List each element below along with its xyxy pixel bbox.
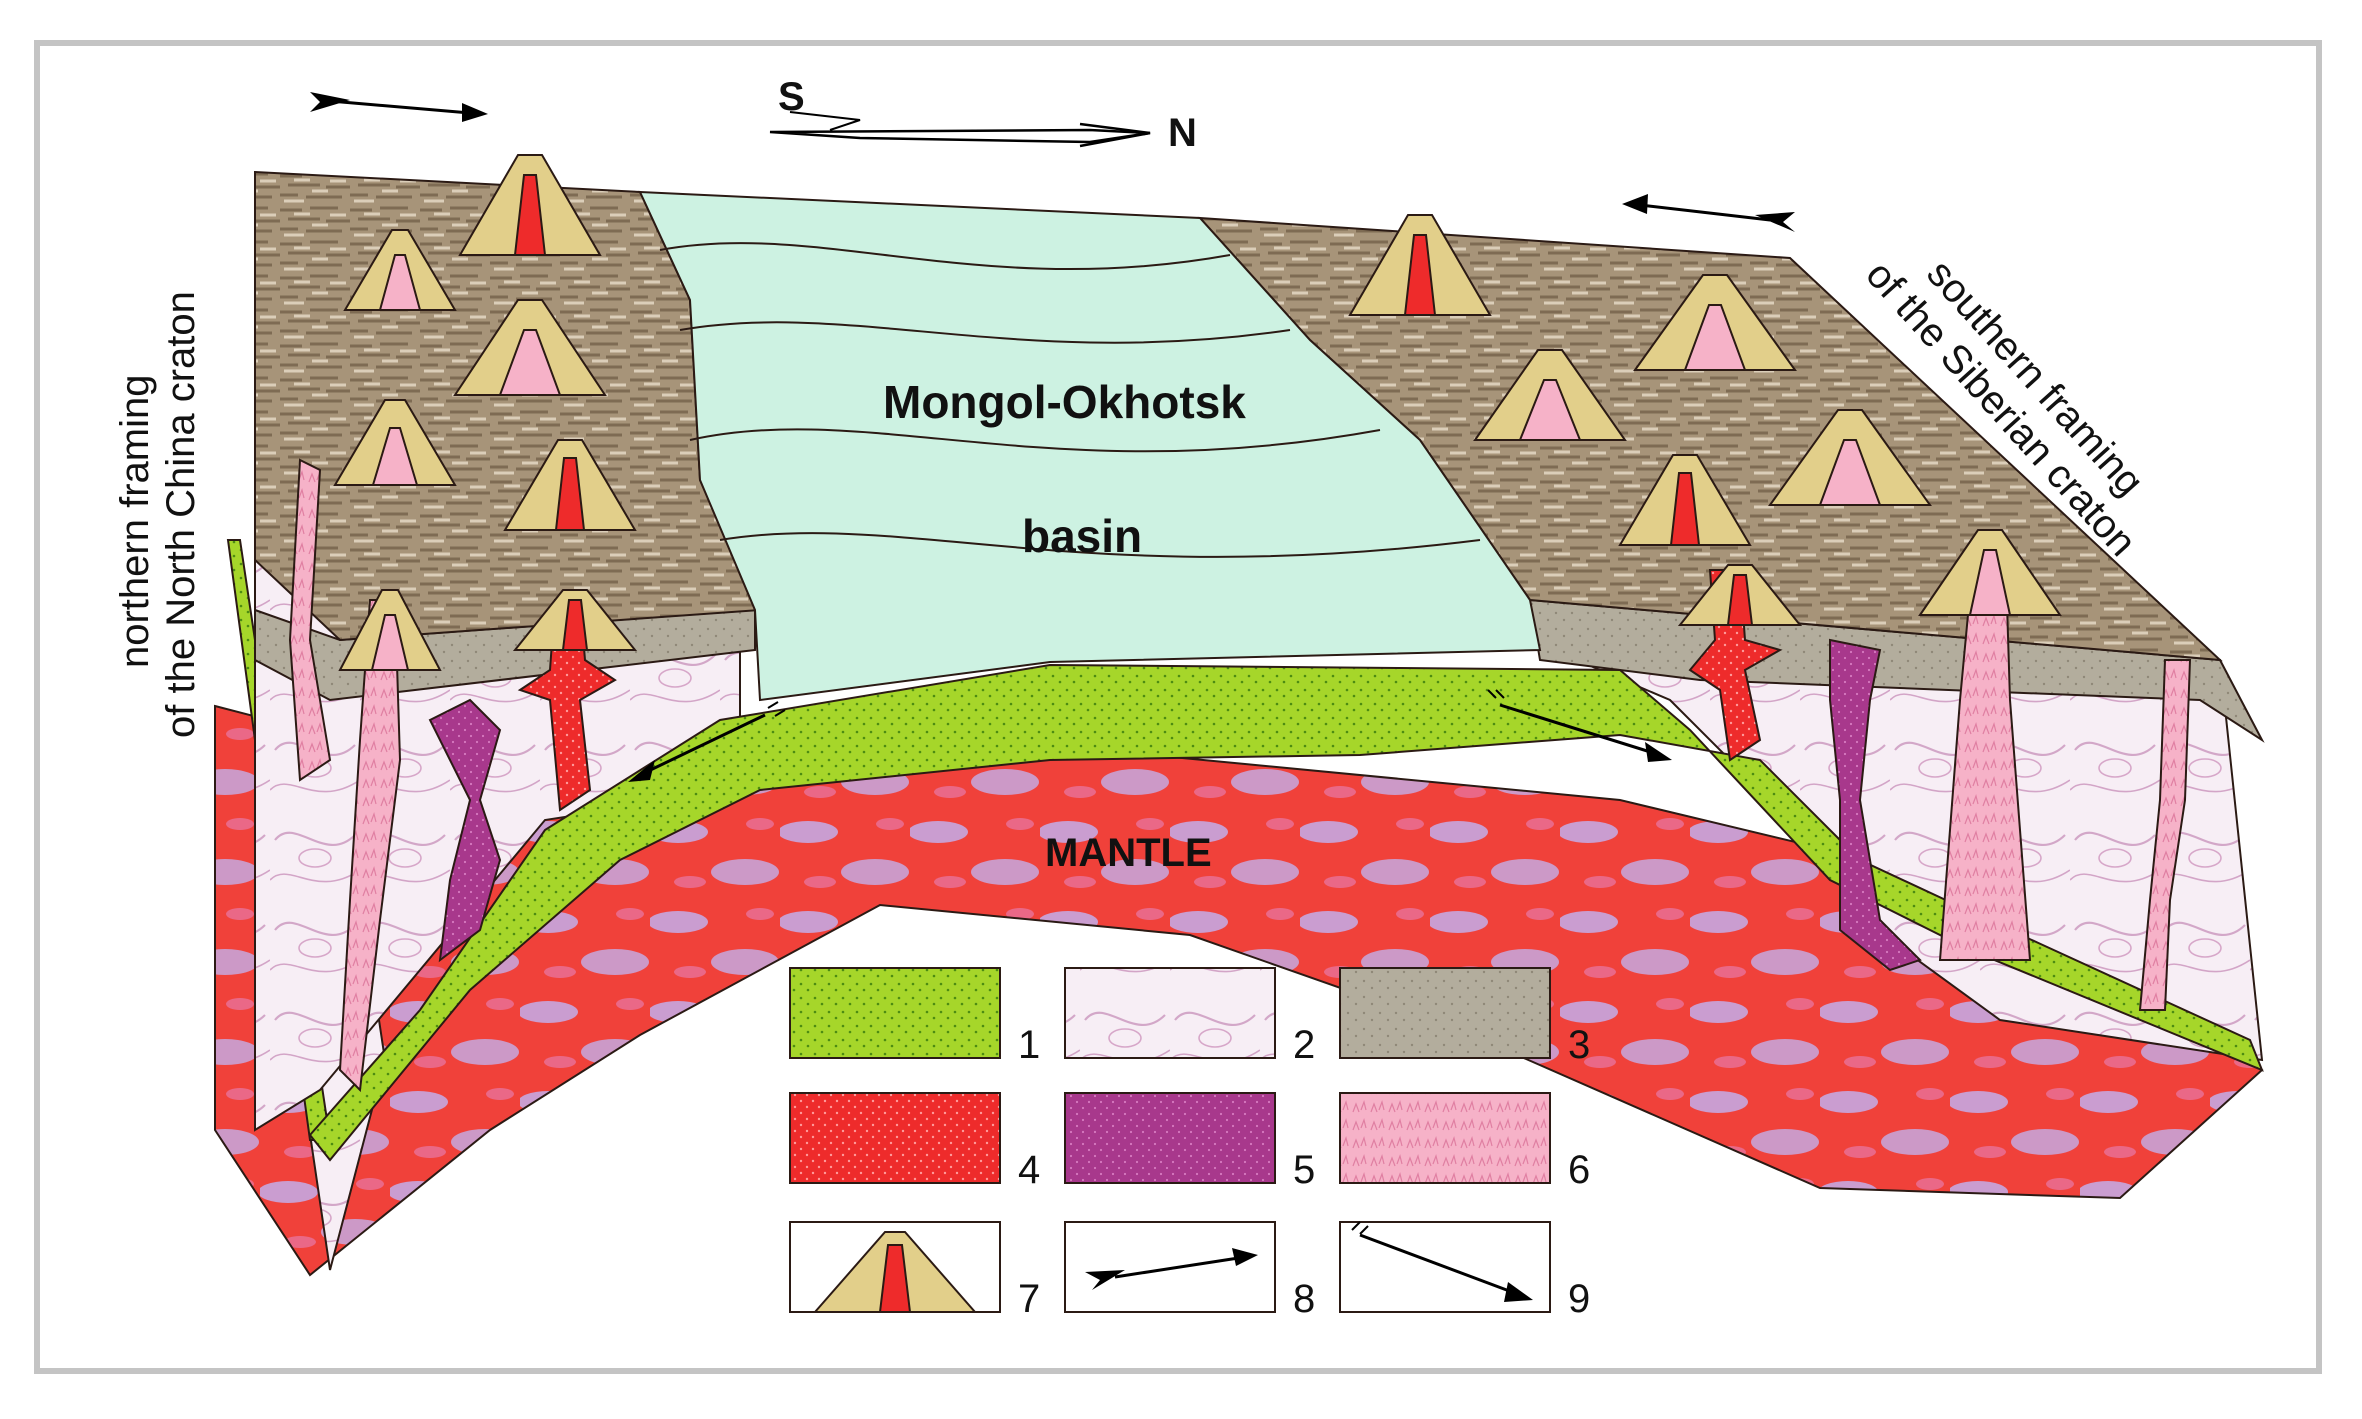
legend-number-1: 1 [1018,1023,1040,1067]
left-pink-intrusion-1 [288,458,332,782]
legend-swatch-6 [1339,1092,1551,1184]
basin-contours [659,242,1481,558]
legend: 1 2 3 4 5 6 7 8 9 [789,967,1590,1321]
right-pink-intrusion-2 [2138,659,2192,1011]
mantle-label: MANTLE [1045,831,1212,875]
slab-arrow-left [628,701,786,782]
legend-swatch-2 [1064,967,1276,1059]
oceanic-crust-slab [308,663,2264,1162]
legend-number-2: 2 [1293,1023,1315,1067]
legend-number-5: 5 [1293,1148,1315,1192]
legend-number-9: 9 [1568,1277,1590,1321]
legend-swatch-4 [789,1092,1001,1184]
legend-swatch-8 [1064,1221,1276,1313]
legend-number-3: 3 [1568,1023,1590,1067]
right-purple-intrusion [1829,638,1922,972]
right-lower-crust [1529,639,2264,1062]
legend-number-7: 7 [1018,1277,1040,1321]
compass-arrow: S N [769,75,1197,155]
basin-water [638,190,1542,702]
legend-number-6: 6 [1568,1148,1590,1192]
legend-number-8: 8 [1293,1277,1315,1321]
legend-volcano-icon [812,1231,978,1313]
legend-swatch-1 [789,967,1001,1059]
basin-label-line2: basin [1022,510,1142,562]
left-margin-label-line1: northern framing [113,375,157,668]
plate-motion-arrow-left [310,92,488,122]
left-margin-label: northern framing of the North China crat… [113,291,203,738]
basin-label-line1: Mongol-Okhotsk [883,376,1246,428]
legend-thin-arrow-icon [1351,1221,1533,1302]
legend-number-4: 4 [1018,1148,1040,1192]
legend-fletched-arrow-icon [1085,1248,1258,1290]
compass-north-label: N [1168,111,1197,155]
legend-swatch-5 [1064,1092,1276,1184]
legend-swatch-3 [1339,967,1551,1059]
plate-motion-arrow-right [1622,194,1795,232]
volcano-symbols [333,154,2062,671]
slab-arrow-right [1487,689,1672,762]
left-purple-intrusion [428,698,502,963]
compass-south-label: S [778,75,805,119]
left-margin-label-line2: of the North China craton [159,291,203,738]
